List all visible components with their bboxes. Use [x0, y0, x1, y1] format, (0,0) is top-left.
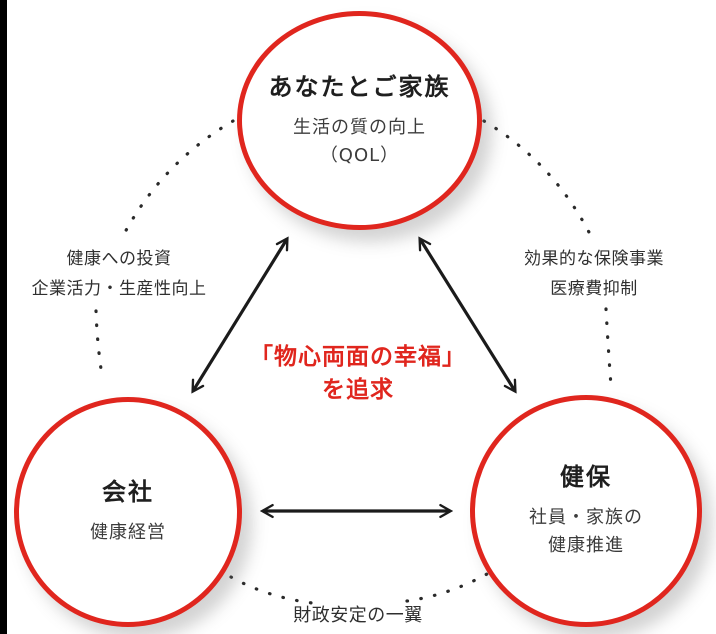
edge-label-left: 健康への投資 企業活力・生産性向上: [2, 244, 236, 304]
node-kenpo-subtitle: 社員・家族の 健康推進: [529, 504, 643, 560]
edge-label-right-line2: 医療費抑制: [550, 279, 638, 299]
node-kenpo-circle: 健保 社員・家族の 健康推進: [470, 395, 702, 627]
node-kenpo-subtitle-line2: 健康推進: [548, 535, 624, 556]
node-kenpo-title: 健保: [560, 463, 612, 491]
node-family-circle: あなたとご家族 生活の質の向上 （QOL）: [237, 11, 482, 230]
node-company-subtitle: 健康経営: [90, 519, 166, 547]
dotted-arc-bottom-right: [405, 572, 489, 603]
node-family-subtitle: 生活の質の向上 （QOL）: [293, 114, 426, 170]
dotted-arc-top-left: [122, 119, 235, 236]
arrow-family-company: [193, 239, 287, 391]
left-edge-bar: [0, 0, 7, 634]
edge-label-left-line2: 企業活力・生産性向上: [31, 279, 207, 299]
dotted-arc-right: [604, 307, 613, 388]
edge-label-right: 効果的な保険事業 医療費抑制: [477, 244, 711, 304]
node-family-subtitle-line1: 生活の質の向上: [293, 116, 426, 138]
center-slogan-line2: を追求: [322, 377, 394, 403]
edge-label-right-line1: 効果的な保険事業: [524, 249, 664, 269]
node-family-subtitle-line2: （QOL）: [319, 144, 400, 166]
node-company-subtitle-line1: 健康経営: [90, 522, 166, 543]
node-family-title: あなたとご家族: [268, 72, 451, 101]
dotted-arc-left: [94, 309, 103, 371]
arrow-family-kenpo: [420, 239, 515, 391]
dotted-arc-top-right: [482, 119, 593, 238]
node-company-title: 会社: [102, 478, 154, 506]
edge-label-bottom: 財政安定の一翼: [293, 605, 423, 626]
center-slogan: 「物心両面の幸福」 を追求: [222, 341, 494, 407]
node-kenpo-subtitle-line1: 社員・家族の: [529, 507, 643, 528]
edge-label-left-line1: 健康への投資: [66, 249, 172, 269]
dotted-arc-bottom-left: [229, 575, 314, 605]
node-company-circle: 会社 健康経営: [14, 397, 242, 627]
center-slogan-line1: 「物心両面の幸福」: [250, 344, 466, 370]
